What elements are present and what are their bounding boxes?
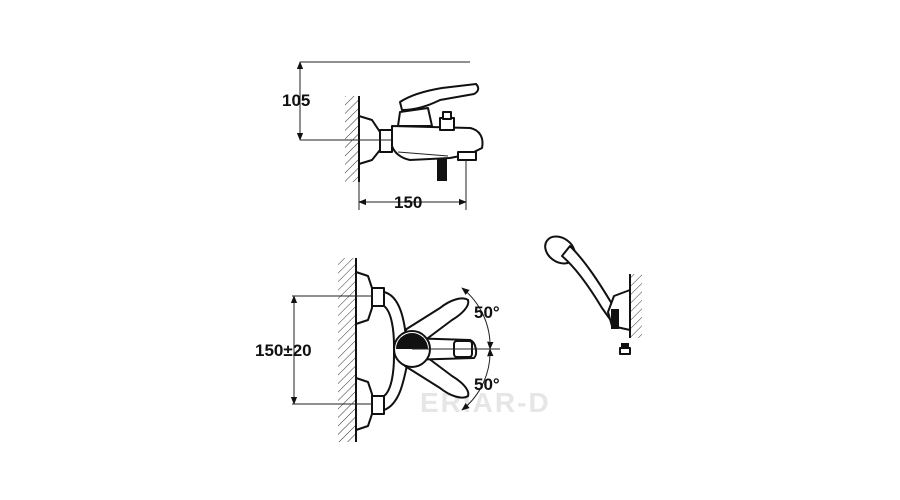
side-nut [379,129,393,153]
side-wall-hatch [345,96,359,182]
upper-angle-label: 50° [474,303,500,322]
depth-dim-label: 150 [394,193,422,212]
height-dim-label: 105 [282,91,310,110]
lower-angle-label: 50° [474,375,500,394]
cartridge-disc-fill [396,333,428,349]
lower-nut [371,395,385,415]
side-view: 105 150 [282,61,484,212]
side-lever [399,83,480,111]
side-hose-connector [437,159,447,181]
side-cartridge [397,107,433,127]
holder-clip [611,309,619,329]
upper-escutcheon [355,271,373,325]
side-body-detail [397,151,449,157]
lower-angle-arc [461,348,494,411]
side-spout-outlet [457,151,477,161]
front-wall-hatch [338,258,356,442]
upper-nut [371,287,385,307]
side-diverter-cap [442,111,452,120]
screw-shank [621,343,629,349]
front-view: 150±20 50° 50° [255,258,500,442]
spacing-dim-label: 150±20 [255,341,312,360]
upper-angle-arc [461,287,494,350]
shower-wall-hatch [630,274,642,338]
hand-shower-view [544,235,642,355]
